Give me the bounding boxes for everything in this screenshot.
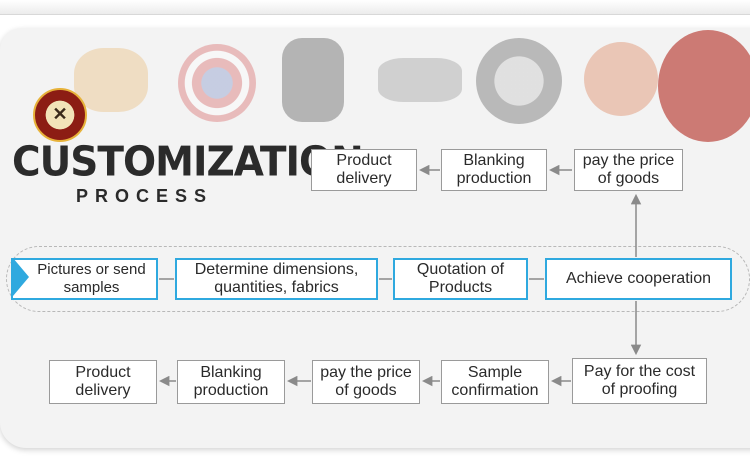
bg-patch-icon <box>282 38 344 122</box>
start-arrow-icon <box>13 258 29 296</box>
step-determine-dimensions: Determine dimensions,quantities, fabrics <box>175 258 378 300</box>
top-bar <box>0 0 750 15</box>
scout-snipers-logo <box>33 88 87 142</box>
bg-patch-icon <box>378 58 462 102</box>
step-achieve-cooperation: Achieve cooperation <box>545 258 732 300</box>
page-title: CUSTOMIZATION <box>12 138 364 187</box>
page-subtitle: PROCESS <box>76 186 214 206</box>
shield-patch-icon <box>178 44 256 122</box>
bg-patch-icon <box>584 42 658 116</box>
bg-patch-icon <box>74 48 148 112</box>
bg-patch-icon <box>476 38 562 124</box>
bg-patch-icon <box>658 30 750 142</box>
